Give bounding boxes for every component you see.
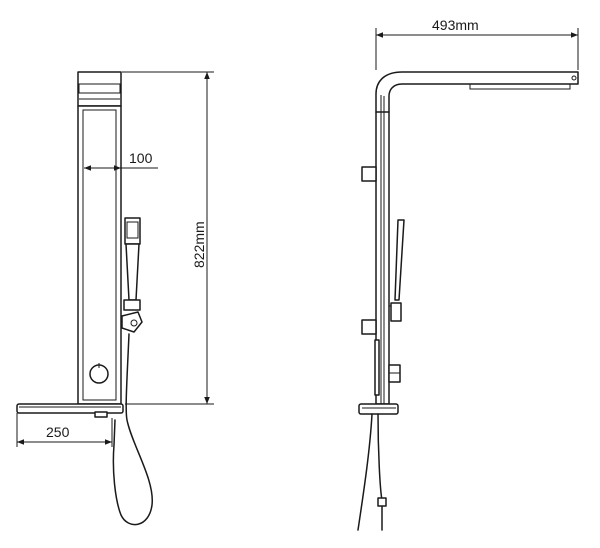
side-body-jet-lower: [361, 319, 377, 335]
side-shelf: [358, 403, 399, 415]
front-hose: [112, 333, 153, 526]
dim-height-label: 822mm: [191, 221, 207, 268]
side-thermostat: [374, 339, 401, 396]
dim-panel-width: 100: [84, 150, 158, 171]
dim-shelf-width: 250: [16, 413, 113, 447]
side-rain-arm: [375, 71, 579, 113]
dim-arm-width-label: 493mm: [432, 17, 479, 33]
dim-panel-width-label: 100: [129, 150, 153, 166]
dim-height: 822mm: [122, 71, 214, 405]
thermostat-knob: [89, 363, 109, 384]
front-handshower: [121, 217, 143, 333]
side-hose-right: [377, 413, 383, 531]
side-hose-left: [357, 413, 373, 531]
side-hose-connector: [377, 497, 387, 507]
side-body-jet-upper: [361, 166, 377, 182]
front-column: [77, 105, 122, 405]
dim-arm-width: 493mm: [375, 17, 579, 70]
front-rain-head: [77, 71, 122, 107]
front-shelf: [16, 403, 124, 418]
dim-shelf-width-label: 250: [46, 424, 70, 440]
side-view: 493mm: [357, 17, 579, 531]
front-view: 100 822mm 250: [16, 71, 214, 526]
side-handshower: [389, 219, 405, 322]
